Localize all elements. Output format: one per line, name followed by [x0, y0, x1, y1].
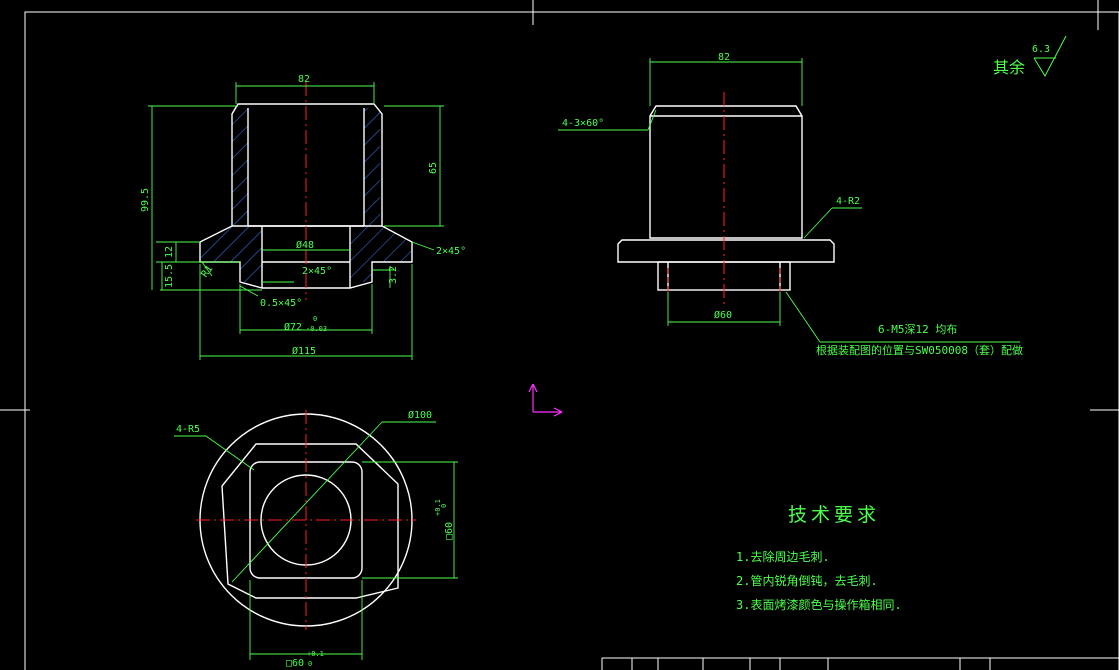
- bottom-square-v-tol-upper: +0.1: [434, 499, 442, 516]
- section-dimensions: [148, 82, 444, 360]
- left-height-3-2-label: 3.2: [388, 266, 399, 284]
- elevation-dimensions: [558, 58, 1020, 343]
- roughness-value: 6.3: [1032, 44, 1050, 55]
- technical-requirements: 技术要求 1.去除周边毛刺. 2.管内锐角倒钝，去毛刺. 3.表面烤漆颜色与操作…: [736, 504, 902, 612]
- bottom-square-h-tol-lower: 0: [308, 660, 312, 668]
- surface-roughness-symbol: 其余 6.3: [993, 35, 1067, 78]
- ucs-icon: [528, 383, 563, 417]
- right-dia-60-label: Ø60: [714, 309, 732, 321]
- left-radius-label: R1: [199, 264, 215, 280]
- left-height-total-label: 99.5: [140, 188, 151, 212]
- roughness-prefix: 其余: [993, 58, 1025, 77]
- bottom-square-h-tol-upper: +0.1: [307, 650, 324, 658]
- plan-dimensions: [174, 421, 458, 660]
- left-dia-72-tol-upper: 0: [313, 315, 317, 323]
- left-chamfer-inner-label: 2×45°: [302, 266, 332, 277]
- section-outline: [199, 103, 413, 289]
- left-bore-dia-label: Ø48: [296, 239, 314, 251]
- left-dia-72-label: Ø72: [284, 321, 302, 333]
- left-height-12-label: 12: [164, 246, 175, 258]
- left-chamfer-small-label: 0.5×45°: [260, 298, 302, 309]
- left-top-width-label: 82: [298, 74, 310, 85]
- left-height-upper-label: 65: [428, 162, 439, 174]
- right-radius-label: 4-R2: [836, 196, 860, 207]
- left-height-15-5-label: 15.5: [164, 264, 175, 288]
- title-block: [601, 657, 1119, 670]
- plan-view: 4-R5 Ø100 □60 +0.1 0 □60 +0.1 0: [174, 409, 458, 669]
- section-view: 82 99.5 65 15.5 12 R1 Ø48 2×45° 2×45° 3.…: [140, 74, 466, 360]
- elevation-outline: [617, 105, 835, 291]
- bottom-square-v-tol-lower: 0: [440, 504, 448, 508]
- bottom-dia-100-label: Ø100: [408, 409, 432, 421]
- left-chamfer-outer-label: 2×45°: [436, 246, 466, 257]
- left-dia-72-tol-lower: -0.03: [306, 325, 327, 333]
- requirements-title: 技术要求: [788, 504, 880, 526]
- left-dia-115-label: Ø115: [292, 345, 316, 357]
- right-top-width-label: 82: [718, 52, 730, 63]
- requirement-item-3: 3.表面烤漆颜色与操作箱相同.: [736, 597, 902, 612]
- right-assembly-note: 根据装配图的位置与SW050008（套）配做: [816, 343, 1023, 357]
- section-hatch: [200, 108, 412, 282]
- right-chamfer-label: 4-3×60°: [562, 118, 604, 129]
- elevation-view: 82 4-3×60° 4-R2 Ø60 6-M5深12 均布 根据装配图的位置与…: [558, 52, 1023, 357]
- bottom-square-h-label: □60: [286, 658, 304, 669]
- requirement-item-2: 2.管内锐角倒钝，去毛刺.: [736, 573, 878, 588]
- right-thread-note: 6-M5深12 均布: [878, 323, 957, 336]
- bottom-square-v-label: □60: [444, 522, 455, 540]
- bottom-radius-label: 4-R5: [176, 424, 200, 435]
- requirement-item-1: 1.去除周边毛刺.: [736, 549, 830, 564]
